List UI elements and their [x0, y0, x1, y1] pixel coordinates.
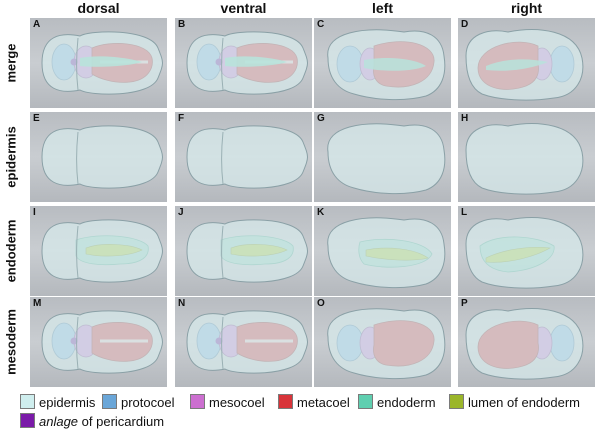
panel-f: F [175, 112, 312, 202]
panel-illustration [327, 123, 446, 195]
epidermis-shape [41, 31, 163, 95]
panel-g: G [314, 112, 451, 202]
legend-item-lumen-of-endoderm: lumen of endoderm [449, 394, 580, 410]
legend-item-anlage-of-pericardium: anlage of pericardium [20, 413, 164, 429]
panel-a: A [30, 18, 167, 108]
panel-c: C [314, 18, 451, 108]
panel-p: P [458, 297, 595, 387]
legend-item-endoderm: endoderm [358, 394, 436, 410]
panel-letter: M [33, 298, 42, 309]
panel-letter: O [317, 298, 325, 309]
epidermis-shape [41, 125, 163, 189]
panel-b: B [175, 18, 312, 108]
legend-swatch-mesocoel [190, 394, 205, 409]
legend: epidermis protocoel mesocoel metacoel en… [20, 394, 600, 429]
panel-illustration [186, 125, 308, 189]
legend-swatch-lumen [449, 394, 464, 409]
panel-illustration [41, 219, 163, 283]
epidermis-shape [186, 31, 308, 95]
epidermis-shape [327, 217, 446, 289]
panel-illustration [41, 310, 163, 374]
panel-letter: F [178, 113, 185, 124]
panel-illustration [41, 125, 163, 189]
legend-item-mesocoel: mesocoel [190, 394, 265, 410]
column-header-right: right [510, 0, 543, 16]
legend-swatch-endoderm [358, 394, 373, 409]
panel-illustration [186, 31, 308, 95]
panel-l: L [458, 206, 595, 296]
legend-swatch-pericardium [20, 413, 35, 428]
panel-illustration [465, 29, 584, 101]
legend-item-epidermis: epidermis [20, 394, 95, 410]
panel-o: O [314, 297, 451, 387]
panel-letter: B [178, 19, 186, 30]
panel-illustration [465, 308, 584, 380]
epidermis-shape [41, 310, 163, 374]
column-header-dorsal: dorsal [77, 0, 120, 16]
epidermis-shape [186, 219, 308, 283]
panel-letter: J [178, 207, 184, 218]
legend-swatch-metacoel [278, 394, 293, 409]
column-header-ventral: ventral [220, 0, 267, 16]
panel-j: J [175, 206, 312, 296]
legend-swatch-protocoel [102, 394, 117, 409]
column-header-left: left [372, 0, 393, 16]
row-header-mesoderm: mesoderm [3, 309, 19, 375]
epidermis-shape [465, 123, 584, 195]
panel-e: E [30, 112, 167, 202]
epidermis-shape [465, 308, 584, 380]
panel-k: K [314, 206, 451, 296]
panel-illustration [41, 31, 163, 95]
panel-letter: L [461, 207, 468, 218]
lobe-boundary [221, 316, 224, 370]
panel-illustration [327, 217, 446, 289]
epidermis-shape [186, 310, 308, 374]
lobe-boundary [221, 225, 224, 279]
epidermis-shape [327, 123, 446, 195]
row-header-endoderm: endoderm [3, 219, 19, 283]
epidermis-shape [327, 308, 446, 380]
legend-item-protocoel: protocoel [102, 394, 174, 410]
panel-letter: N [178, 298, 186, 309]
panel-illustration [186, 310, 308, 374]
epidermis-shape [465, 217, 584, 289]
lobe-boundary [76, 37, 79, 91]
panel-illustration [465, 123, 584, 195]
epidermis-shape [41, 219, 163, 283]
panel-letter: H [461, 113, 469, 124]
lobe-boundary [76, 316, 79, 370]
panel-h: H [458, 112, 595, 202]
panel-i: I [30, 206, 167, 296]
panel-letter: I [33, 207, 36, 218]
panel-letter: P [461, 298, 468, 309]
row-header-merge: merge [3, 43, 19, 83]
panel-illustration [327, 29, 446, 101]
panel-d: D [458, 18, 595, 108]
panel-letter: E [33, 113, 40, 124]
panel-letter: K [317, 207, 325, 218]
panel-letter: A [33, 19, 41, 30]
panel-letter: G [317, 113, 325, 124]
legend-item-metacoel: metacoel [278, 394, 350, 410]
row-header-epidermis: epidermis [3, 126, 19, 188]
panel-m: M [30, 297, 167, 387]
panel-letter: C [317, 19, 325, 30]
epidermis-shape [327, 29, 446, 101]
panel-illustration [465, 217, 584, 289]
lobe-boundary [221, 131, 224, 185]
epidermis-shape [186, 125, 308, 189]
lobe-boundary [76, 225, 79, 279]
panel-letter: D [461, 19, 469, 30]
lobe-boundary [76, 131, 79, 185]
epidermis-shape [465, 29, 584, 101]
panel-n: N [175, 297, 312, 387]
legend-swatch-epidermis [20, 394, 35, 409]
lobe-boundary [221, 37, 224, 91]
panel-illustration [186, 219, 308, 283]
panel-illustration [327, 308, 446, 380]
